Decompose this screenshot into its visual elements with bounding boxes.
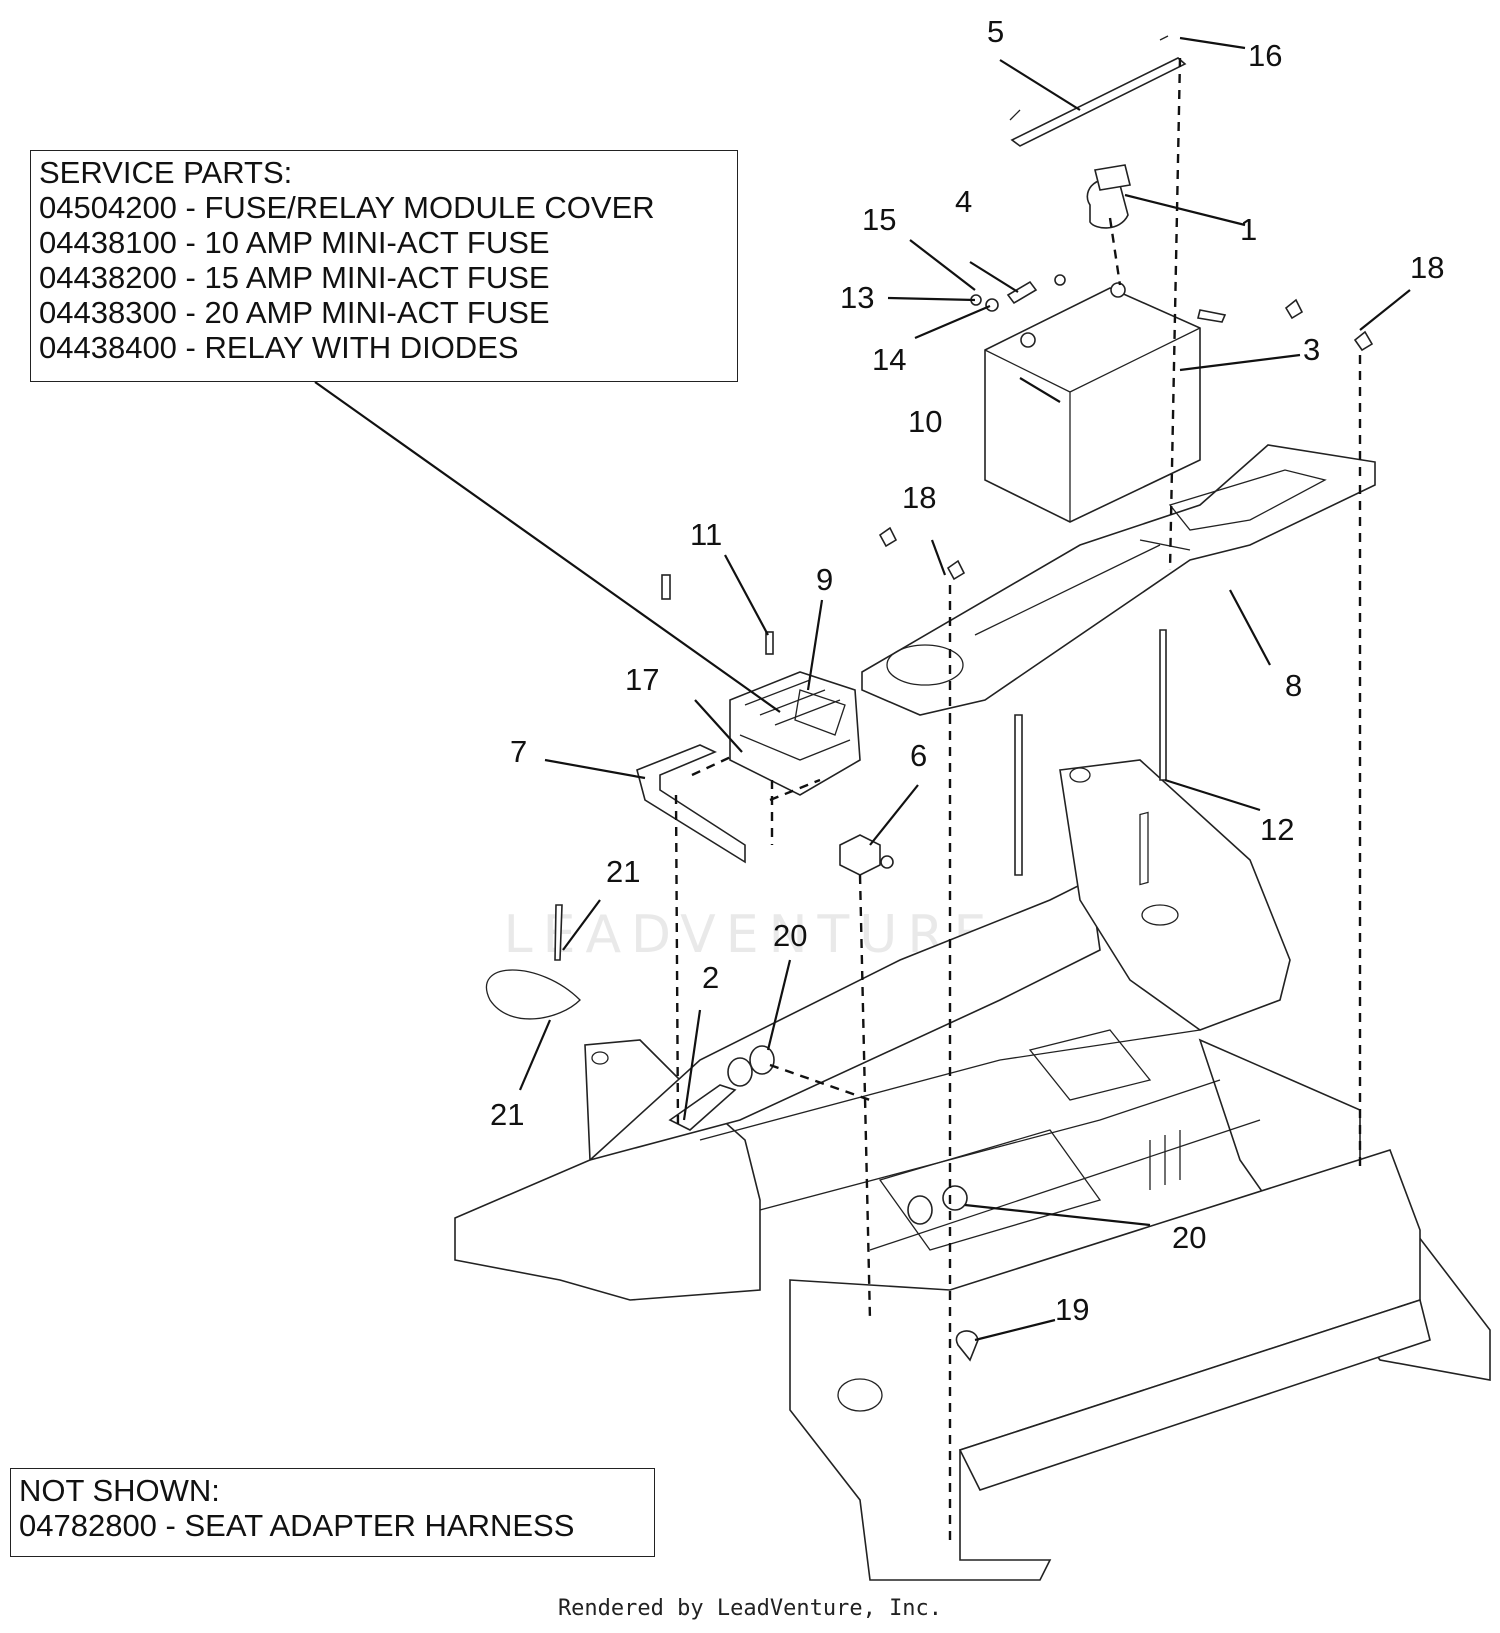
callout-3: 3 (1303, 332, 1320, 367)
service-part-item: 04504200 - FUSE/RELAY MODULE COVER (39, 190, 655, 225)
callout-18b: 18 (902, 480, 936, 515)
fuse-relay-module (729, 671, 861, 796)
callout-11: 11 (690, 517, 722, 552)
switch (839, 834, 894, 876)
callout-17: 17 (625, 662, 659, 697)
not-shown-item: 04782800 - SEAT ADAPTER HARNESS (19, 1508, 575, 1543)
harness-strap (668, 1084, 737, 1131)
callout-7: 7 (510, 734, 527, 769)
assembly-lines (674, 57, 1362, 1540)
not-shown-title: NOT SHOWN: (19, 1473, 220, 1508)
callout-14: 14 (872, 342, 906, 377)
callout-15: 15 (862, 202, 896, 237)
callout-13: 13 (840, 280, 874, 315)
small-hardware (661, 274, 1374, 655)
callout-2: 2 (702, 960, 719, 995)
callout-21b: 21 (490, 1097, 524, 1132)
not-shown-box: NOT SHOWN: 04782800 - SEAT ADAPTER HARNE… (10, 1468, 655, 1557)
mounting-bracket (636, 744, 746, 864)
grommets (727, 1045, 968, 1225)
service-part-item: 04438300 - 20 AMP MINI-ACT FUSE (39, 295, 550, 330)
callout-20b: 20 (1172, 1220, 1206, 1255)
callout-20a: 20 (773, 918, 807, 953)
callout-16: 16 (1248, 38, 1282, 73)
callout-18a: 18 (1410, 250, 1444, 285)
service-part-item: 04438200 - 15 AMP MINI-ACT FUSE (39, 260, 550, 295)
callout-6: 6 (910, 738, 927, 773)
callout-12: 12 (1260, 812, 1294, 847)
callout-9: 9 (816, 562, 833, 597)
battery (984, 282, 1201, 523)
callout-labels: 1 2 3 4 5 6 7 8 9 10 11 12 13 14 15 16 1… (490, 14, 1444, 1327)
service-parts-title: SERVICE PARTS: (39, 155, 293, 190)
callout-4: 4 (955, 184, 972, 219)
callout-21a: 21 (606, 854, 640, 889)
callout-5: 5 (987, 14, 1004, 49)
render-credit: Rendered by LeadVenture, Inc. (557, 1596, 943, 1621)
service-part-item: 04438400 - RELAY WITH DIODES (39, 330, 519, 365)
callout-10: 10 (908, 404, 942, 439)
callout-1: 1 (1240, 212, 1257, 247)
terminal-boot (1086, 164, 1131, 229)
battery-tray (861, 444, 1376, 716)
leadventure-watermark: LEADVENTURE (503, 905, 997, 965)
wire-ties (485, 904, 581, 1020)
callout-8: 8 (1285, 668, 1302, 703)
service-parts-box: SERVICE PARTS: 04504200 - FUSE/RELAY MOD… (30, 150, 738, 382)
service-part-item: 04438100 - 10 AMP MINI-ACT FUSE (39, 225, 550, 260)
callout-19: 19 (1055, 1292, 1089, 1327)
leader-lines (314, 36, 1411, 1342)
hold-down-bar (1009, 35, 1187, 147)
